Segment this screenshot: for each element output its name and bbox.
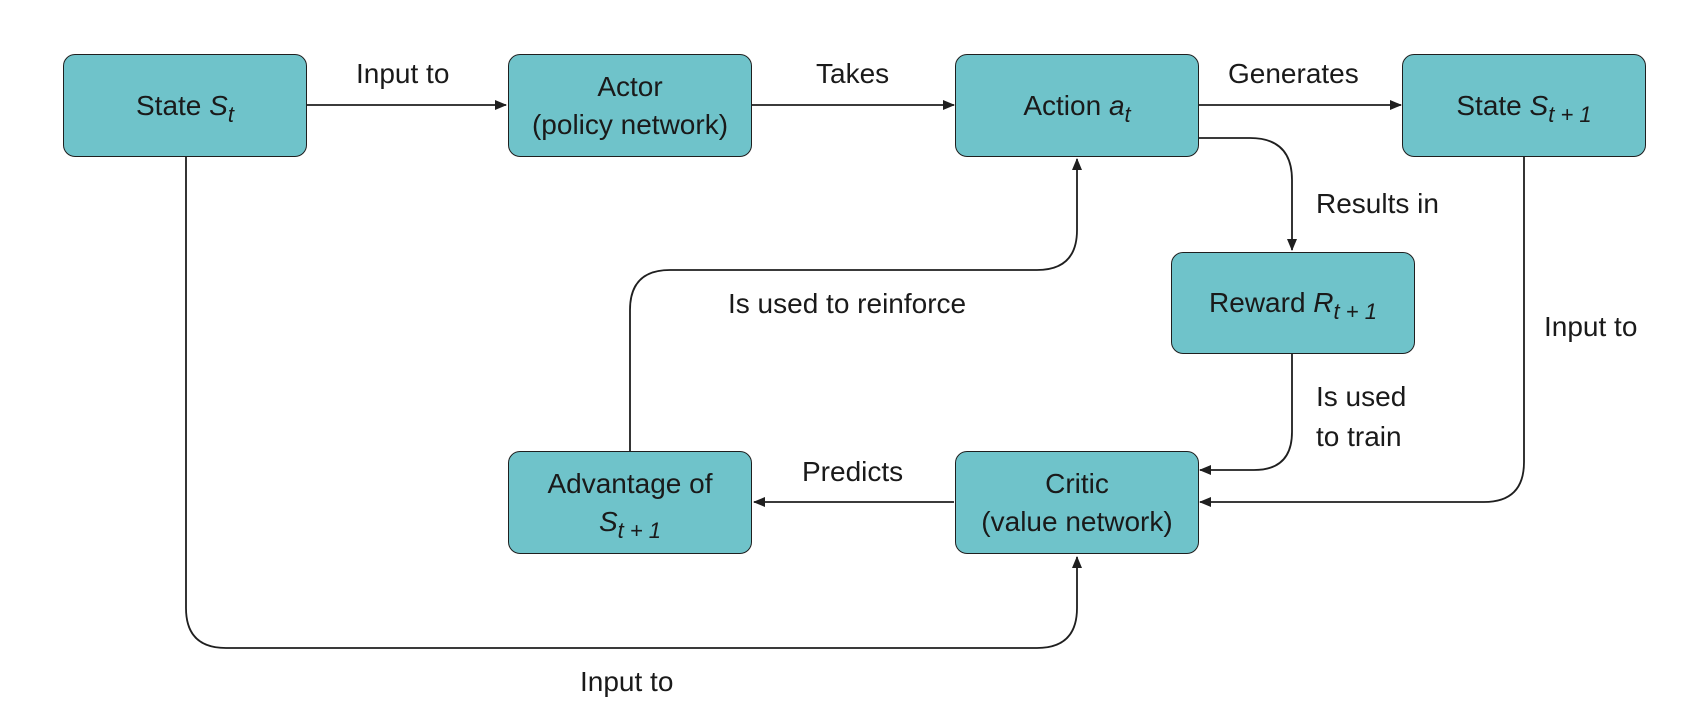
label-reward-to-critic-1: Is used bbox=[1316, 381, 1407, 412]
advantage-title: Advantage of bbox=[547, 467, 713, 499]
critic-subtitle: (value network) bbox=[981, 505, 1173, 537]
label-state-next-to-critic: Input to bbox=[1544, 311, 1638, 342]
advantage-sub: t + 1 bbox=[617, 517, 662, 543]
action-node: Action at bbox=[955, 54, 1199, 157]
reward-var: R bbox=[1313, 287, 1334, 318]
label-state-to-critic: Input to bbox=[580, 666, 674, 697]
action-var: a bbox=[1108, 89, 1125, 121]
label-reward-to-critic-2: to train bbox=[1316, 421, 1402, 452]
edge-reward-to-critic bbox=[1199, 354, 1293, 475]
state-next-var: S bbox=[1529, 89, 1549, 121]
state-t-node: State St bbox=[63, 54, 307, 157]
state-t-sub: t bbox=[227, 101, 234, 127]
action-sub: t bbox=[1124, 101, 1131, 127]
label-actor-to-action: Takes bbox=[816, 58, 890, 89]
advantage-var: S bbox=[598, 505, 618, 537]
edge-state-to-critic bbox=[185, 157, 1082, 649]
label-action-to-reward: Results in bbox=[1316, 188, 1439, 219]
actor-subtitle: (policy network) bbox=[531, 108, 729, 140]
action-prefix: Action bbox=[1023, 89, 1109, 121]
reward-node: Reward Rt + 1 bbox=[1171, 252, 1415, 354]
state-next-node: State St + 1 bbox=[1402, 54, 1646, 157]
state-t-prefix: State bbox=[136, 89, 210, 121]
critic-title: Critic bbox=[1045, 467, 1109, 499]
edge-state-next-to-critic bbox=[1199, 157, 1525, 507]
edge-action-to-reward bbox=[1199, 137, 1297, 251]
label-action-to-state-next: Generates bbox=[1228, 58, 1359, 89]
reward-sub: t + 1 bbox=[1333, 299, 1377, 324]
state-next-prefix: State bbox=[1456, 89, 1530, 121]
advantage-node: Advantage of St + 1 bbox=[508, 451, 752, 554]
state-next-sub: t + 1 bbox=[1548, 101, 1592, 127]
label-state-to-actor: Input to bbox=[356, 58, 450, 89]
actor-node: Actor (policy network) bbox=[508, 54, 752, 157]
label-critic-to-advantage: Predicts bbox=[802, 456, 904, 487]
state-t-var: S bbox=[209, 89, 228, 121]
label-advantage-to-action: Is used to reinforce bbox=[728, 288, 967, 319]
reward-prefix: Reward bbox=[1209, 287, 1314, 318]
actor-title: Actor bbox=[597, 70, 663, 102]
edge-advantage-to-action bbox=[629, 158, 1082, 451]
critic-node: Critic (value network) bbox=[955, 451, 1199, 554]
